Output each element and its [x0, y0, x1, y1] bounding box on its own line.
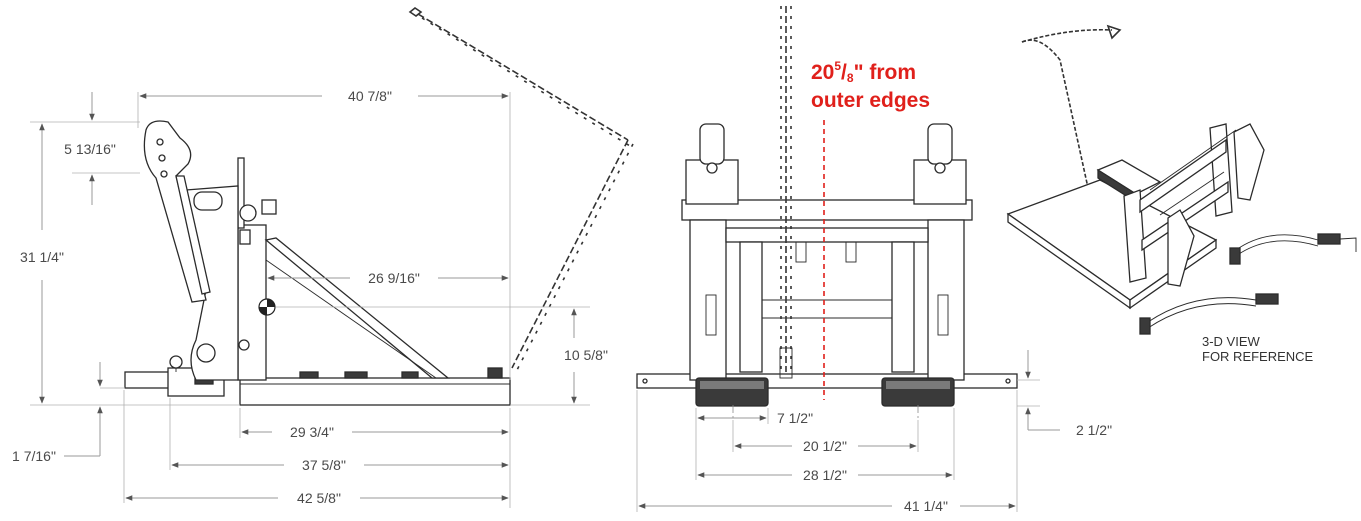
front-top-beam: [681, 199, 973, 221]
dim-40-7-8: 40 7/8": [348, 88, 392, 104]
iso-view: [1006, 24, 1357, 335]
dim-42-5-8: 42 5/8": [297, 490, 341, 506]
dim-10-5-8: 10 5/8": [564, 347, 608, 363]
dim-1-7-16: 1 7/16": [12, 448, 56, 464]
front-view: 7 1/2" 20 1/2" 28 1/2" 41 1/4" 2 1/2" 20…: [636, 6, 1112, 514]
view-label-line2: FOR REFERENCE: [1202, 349, 1314, 364]
side-base-plate: [239, 377, 511, 406]
dim-37-5-8: 37 5/8": [302, 457, 346, 473]
dim-31-1-4: 31 1/4": [20, 249, 64, 265]
side-chain: [408, 7, 634, 371]
dim-7-1-2: 7 1/2": [777, 410, 813, 426]
dim-26-9-16: 26 9/16": [368, 270, 420, 286]
dim-2-1-2: 2 1/2": [1076, 422, 1112, 438]
center-note-line1: 205/8" from: [811, 59, 916, 85]
dim-5-13-16: 5 13/16": [64, 141, 116, 157]
center-of-gravity-symbol: [258, 298, 276, 316]
dim-28-1-2: 28 1/2": [803, 467, 847, 483]
side-view: 40 7/8" 5 13/16" 31 1/4" 26 9/16" 10 5/8…: [12, 7, 634, 508]
dim-20-1-2: 20 1/2": [803, 438, 847, 454]
dim-41-1-4: 41 1/4": [904, 498, 948, 514]
view-label-line1: 3-D VIEW: [1202, 334, 1261, 349]
center-note-line2: outer edges: [811, 89, 930, 112]
dim-29-3-4: 29 3/4": [290, 424, 334, 440]
side-brace: [264, 237, 450, 379]
side-jaw-arm: [143, 120, 207, 303]
